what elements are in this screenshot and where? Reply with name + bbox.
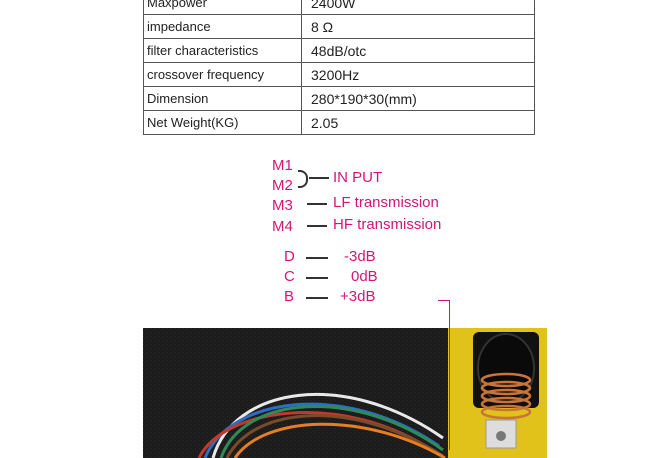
legend-b-label: B <box>284 288 295 305</box>
legend-dash <box>307 203 327 205</box>
table-row: filter characteristics 48dB/otc <box>143 38 535 63</box>
callout-line <box>438 300 450 301</box>
legend-d-label: D <box>284 248 295 265</box>
table-row: Maxpower 2400W <box>143 0 535 15</box>
legend-dash <box>306 297 328 299</box>
spec-table: Maxpower 2400W impedance 8 Ω filter char… <box>143 0 535 135</box>
legend-m4-label: M4 <box>272 218 293 235</box>
spec-label: impedance <box>143 14 302 39</box>
brace-connector <box>298 170 308 188</box>
legend-c-value: 0dB <box>351 268 378 285</box>
legend-b-value: +3dB <box>340 288 376 305</box>
spec-label: filter characteristics <box>143 38 302 63</box>
spec-label: Dimension <box>143 86 302 111</box>
legend-dash <box>306 277 328 279</box>
legend-m2-label: M2 <box>272 177 293 194</box>
terminal-legend: M1 M2 IN PUT M3 LF transmission M4 HF tr… <box>272 157 442 305</box>
legend-m4-desc: HF transmission <box>333 216 442 233</box>
spec-value: 2.05 <box>301 110 535 135</box>
board-photo-illustration <box>143 328 547 458</box>
legend-dash <box>307 225 327 227</box>
callout-line <box>449 300 450 450</box>
crossover-board-photo <box>143 328 547 458</box>
legend-m3-desc: LF transmission <box>333 194 439 211</box>
legend-dash <box>306 257 328 259</box>
legend-m3-label: M3 <box>272 197 293 214</box>
table-row: crossover frequency 3200Hz <box>143 62 535 87</box>
legend-input-desc: IN PUT <box>333 169 383 186</box>
spec-value: 3200Hz <box>301 62 535 87</box>
table-row: Dimension 280*190*30(mm) <box>143 86 535 111</box>
table-row: Net Weight(KG) 2.05 <box>143 110 535 135</box>
spec-value: 280*190*30(mm) <box>301 86 535 111</box>
legend-d-value: -3dB <box>344 248 376 265</box>
spec-label: Net Weight(KG) <box>143 110 302 135</box>
legend-m1-label: M1 <box>272 157 293 174</box>
legend-dash <box>309 177 329 179</box>
legend-c-label: C <box>284 268 295 285</box>
